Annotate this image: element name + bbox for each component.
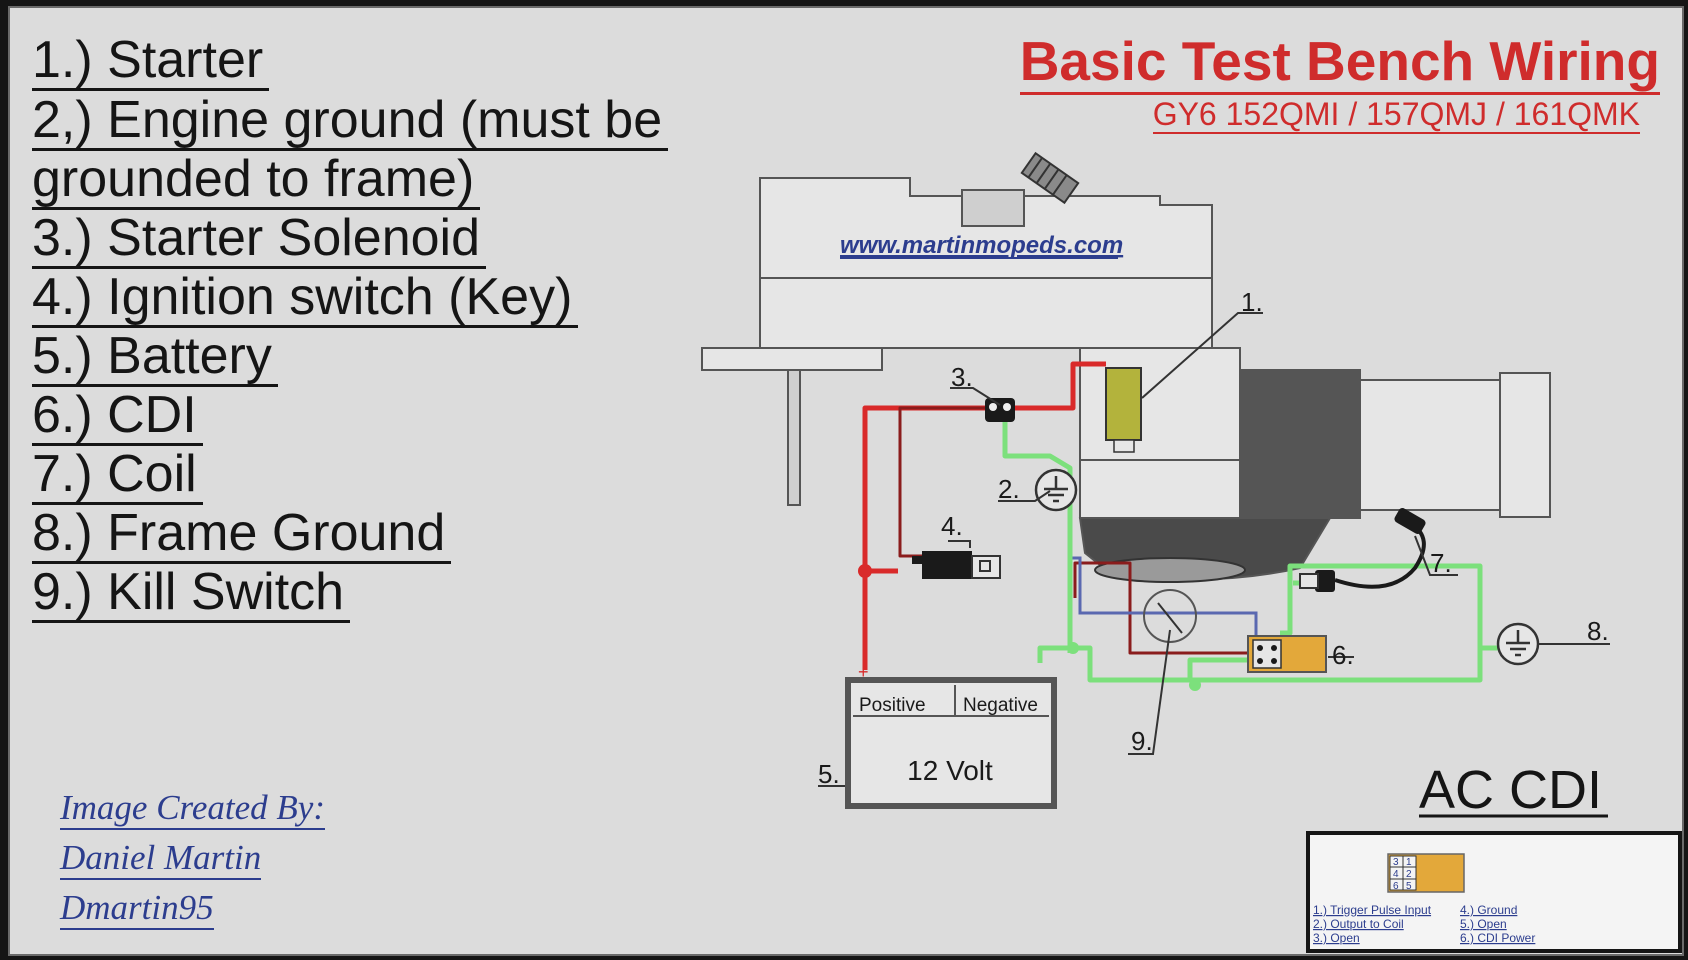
- ignition-switch: [912, 551, 1001, 579]
- callout-leaders: [818, 312, 1610, 787]
- bench-clamp-icon: [1020, 151, 1080, 205]
- legend-item-engine-ground: 2,) Engine ground (must be: [32, 92, 669, 151]
- battery-positive-label: Positive: [859, 695, 926, 716]
- pin-label: 2: [1406, 869, 1412, 880]
- callout-battery: 5.: [818, 759, 840, 789]
- starter-motor: [1105, 367, 1142, 441]
- callout-coil: 7.: [1430, 548, 1452, 578]
- legend-item-kill-switch: 9.) Kill Switch: [32, 564, 351, 623]
- callout-starter: 1.: [1241, 287, 1263, 317]
- wiring-diagram: www.martinmopeds.com: [701, 151, 1682, 953]
- callout-frame-ground: 8.: [1587, 616, 1609, 646]
- ground-wires: [1002, 416, 1526, 683]
- pin-label: 1: [1406, 857, 1412, 868]
- pin-label: 4: [1393, 869, 1399, 880]
- ignition-coil: [1299, 508, 1426, 592]
- pin-label: 6: [1393, 881, 1399, 892]
- callout-engine-ground: 2.: [998, 474, 1020, 504]
- pinout-item-open-3: 3.) Open: [1313, 931, 1360, 945]
- legend-item-ignition-switch: 4.) Ignition switch (Key): [32, 269, 579, 328]
- legend-item-starter: 1.) Starter: [32, 32, 270, 91]
- ground-junction-2: [1189, 679, 1201, 691]
- bench-frame: [701, 177, 1213, 506]
- pinout-item-trigger: 1.) Trigger Pulse Input: [1313, 903, 1432, 917]
- legend-item-cdi: 6.) CDI: [32, 387, 203, 446]
- legend-item-frame-ground: 8.) Frame Ground: [32, 505, 452, 564]
- page-subtitle: GY6 152QMI / 157QMJ / 161QMK: [1152, 96, 1640, 134]
- battery-voltage: 12 Volt: [907, 755, 993, 786]
- callout-ignition-switch: 4.: [941, 511, 963, 541]
- engine-block: [1078, 347, 1551, 583]
- credit-author: Daniel Martin: [60, 838, 262, 880]
- legend-item-coil: 7.) Coil: [32, 446, 203, 505]
- pinout-item-open-5: 5.) Open: [1460, 917, 1507, 931]
- starter-solenoid: [985, 398, 1015, 422]
- credit-handle: Dmartin95: [60, 888, 214, 930]
- starter-terminal: [1113, 439, 1135, 453]
- legend-item-battery: 5.) Battery: [32, 328, 278, 387]
- pin-label: 3: [1393, 857, 1399, 868]
- battery: [845, 677, 1057, 809]
- battery-negative-label: Negative: [963, 695, 1038, 716]
- pin-label: 5: [1406, 881, 1412, 892]
- ground-junction: [1067, 642, 1079, 654]
- kill-switch: [1143, 589, 1197, 643]
- frame-ground-icon: [1496, 622, 1540, 666]
- callout-solenoid: 3.: [951, 362, 973, 392]
- cdi-unit: [1247, 635, 1327, 673]
- engine-ground-icon: [1034, 468, 1078, 512]
- ac-cdi-label: AC CDI: [1419, 760, 1602, 820]
- cdi-pinout-inset: [1306, 831, 1682, 953]
- callout-kill-switch: 9.: [1131, 726, 1153, 756]
- callout-cdi: 6.: [1332, 640, 1354, 670]
- legend-item-starter-solenoid: 3.) Starter Solenoid: [32, 210, 487, 269]
- website-label: www.martinmopeds.com: [840, 232, 1123, 259]
- power-junction: [858, 564, 872, 578]
- diagram-frame: 1.) Starter 2,) Engine ground (must be g…: [8, 6, 1684, 956]
- battery-plus-sign: +: [858, 662, 869, 682]
- legend-item-engine-ground-cont: grounded to frame): [32, 151, 481, 210]
- pinout-item-coil-output: 2.) Output to Coil: [1313, 917, 1404, 931]
- page-title: Basic Test Bench Wiring: [1019, 30, 1660, 95]
- credit-heading: Image Created By:: [60, 788, 325, 830]
- pinout-item-ground: 4.) Ground: [1460, 903, 1517, 917]
- trigger-wires: [1070, 556, 1258, 636]
- pinout-item-cdi-power: 6.) CDI Power: [1460, 931, 1535, 945]
